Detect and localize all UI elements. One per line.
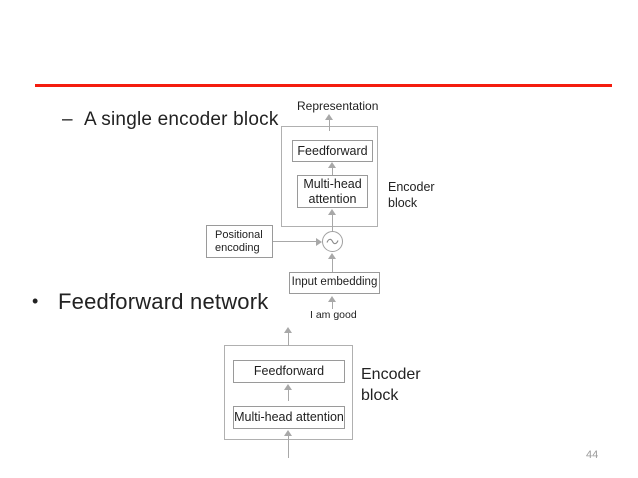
arrow-line-sum-to-mha (332, 212, 333, 232)
arrow-head-mha-to-ff-bottom (284, 384, 292, 390)
arrow-head-in-bottom (284, 430, 292, 436)
feedforward-box-top-label: Feedforward (297, 143, 368, 158)
bullet-dot-marker: • (32, 291, 39, 311)
input-embedding-box[interactable]: Input embedding (289, 272, 380, 294)
positional-encoding-label: Positional encoding (215, 228, 263, 254)
arrow-line-mha-to-ff-bottom (288, 388, 289, 401)
feedforward-box-bottom[interactable]: Feedforward (233, 360, 345, 383)
feedforward-box-bottom-label: Feedforward (253, 364, 325, 379)
positional-encoding-box[interactable]: Positional encoding (206, 225, 273, 258)
feedforward-box-top[interactable]: Feedforward (292, 140, 373, 162)
arrow-line-in-bottom (288, 434, 289, 458)
arrow-line-embed-to-sum (332, 256, 333, 273)
bullet-main-feedforward-network: • Feedforward network (32, 289, 268, 315)
encoder-block-label-bottom: Encoder block (361, 366, 421, 404)
arrow-head-out-bottom (284, 327, 292, 333)
line-sum-to-encoder-bottom (332, 227, 333, 232)
arrow-line-out-bottom (288, 331, 289, 346)
bullet-dash-marker: – (62, 109, 73, 130)
arrow-head-mha-to-ff-top (328, 162, 336, 168)
input-embedding-label: Input embedding (291, 276, 378, 289)
input-sentence-label: I am good (310, 309, 357, 321)
multihead-attention-box-bottom[interactable]: Multi-head attention (233, 406, 345, 429)
arrow-head-embed-to-sum (328, 253, 336, 259)
multihead-attention-box-top-label: Multi-head attention (303, 177, 362, 206)
arrow-head-sentence-to-embed (328, 296, 336, 302)
bullet-sub-encoder-block: –A single encoder block (62, 109, 279, 131)
sine-wave-icon (326, 238, 339, 245)
multihead-attention-box-top[interactable]: Multi-head attention (297, 175, 368, 208)
bullet-sub-label: A single encoder block (84, 109, 279, 130)
page-number: 44 (586, 449, 599, 461)
arrow-head-representation (325, 114, 333, 120)
arrow-line-representation (329, 117, 330, 131)
arrow-line-mha-to-ff-top (332, 166, 333, 175)
sine-wave-node (322, 231, 343, 252)
representation-label: Representation (297, 99, 379, 113)
arrow-head-pe-to-sum (316, 238, 322, 246)
encoder-block-label-top: Encoder block (388, 180, 435, 210)
arrow-head-sum-to-mha (328, 209, 336, 215)
bullet-main-label: Feedforward network (58, 289, 269, 314)
title-underline-rule (35, 84, 612, 87)
arrow-line-sentence-to-embed (332, 300, 333, 309)
multihead-attention-box-bottom-label: Multi-head attention (234, 410, 344, 425)
arrow-line-pe-to-sum (273, 241, 316, 242)
